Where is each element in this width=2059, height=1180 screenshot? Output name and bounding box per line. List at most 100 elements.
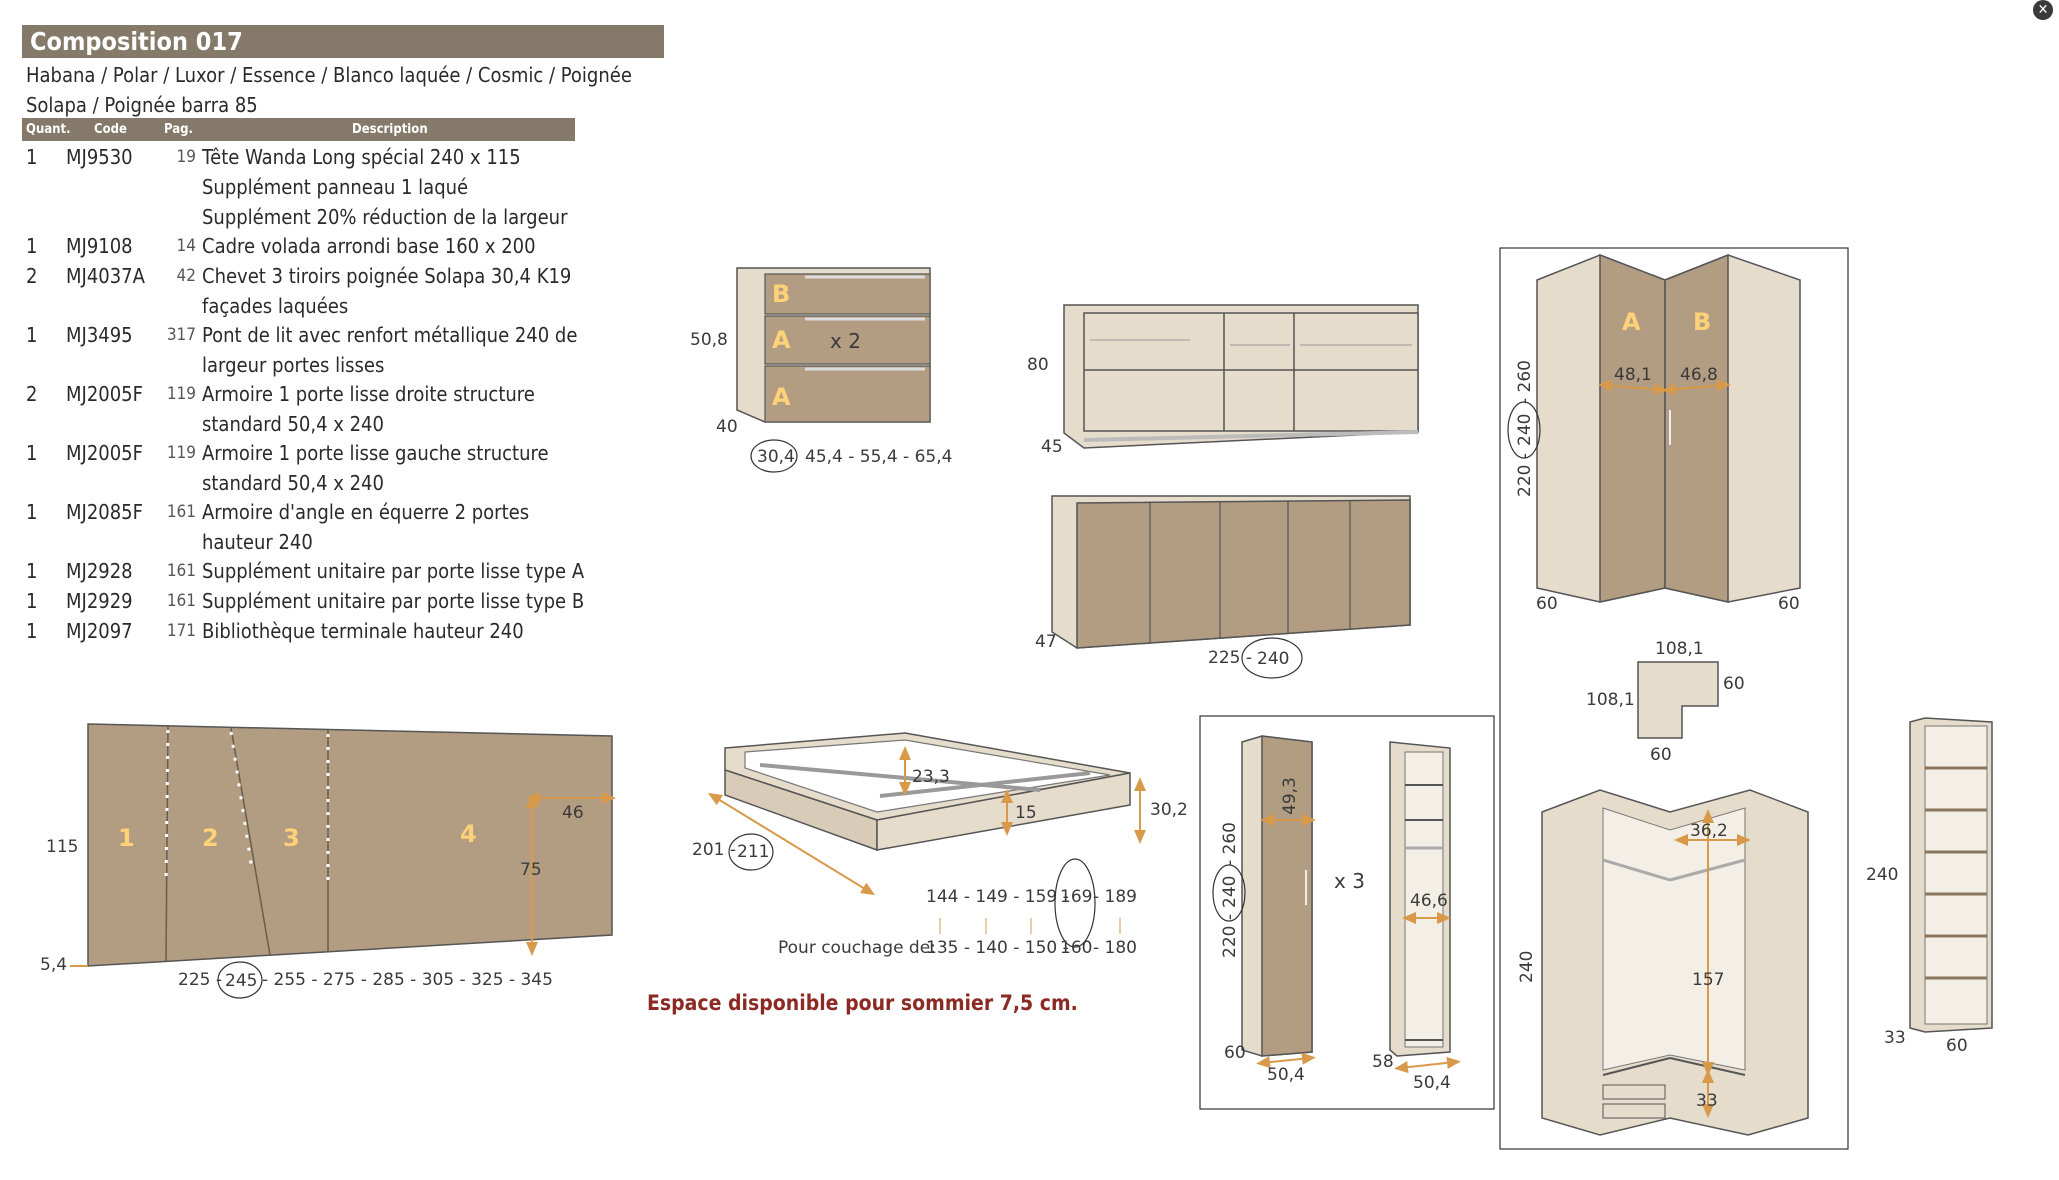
row-page: 317 bbox=[166, 325, 196, 345]
row-code: MJ9530 bbox=[66, 145, 133, 169]
col-page: Pag. bbox=[164, 122, 193, 137]
row-page: 161 bbox=[166, 591, 196, 611]
table-row: 1 MJ3495 317 Pont de lit avec renfort mé… bbox=[22, 320, 582, 379]
selected-size-circle bbox=[1241, 637, 1303, 679]
wardrobe-heights-left: 220 - bbox=[1220, 914, 1240, 958]
nightstand-height: 50,8 bbox=[690, 330, 728, 350]
headboard-widths-left: 225 - bbox=[178, 970, 222, 990]
row-page: 19 bbox=[176, 147, 196, 167]
row-qty: 1 bbox=[26, 619, 38, 643]
wardrobe-inner-depth: 58 bbox=[1372, 1052, 1394, 1072]
row-description: Armoire 1 porte lisse gauche structure s… bbox=[202, 441, 549, 495]
wardrobe-heights-right: - 260 bbox=[1220, 822, 1240, 866]
row-description: Bibliothèque terminale hauteur 240 bbox=[202, 619, 524, 643]
mattress-sizes-left: 135 - 140 - 150 - bbox=[926, 938, 1069, 958]
table-row: 1 MJ9530 19 Tête Wanda Long spécial 240 … bbox=[22, 142, 582, 231]
table-header: Quant. Code Pag. Description bbox=[22, 118, 575, 141]
row-code: MJ2928 bbox=[66, 559, 133, 583]
headboard-panel-label: 2 bbox=[202, 824, 219, 852]
nightstand-depth: 40 bbox=[716, 417, 738, 437]
items-table: 1 MJ9530 19 Tête Wanda Long spécial 240 … bbox=[22, 142, 584, 646]
row-description: Chevet 3 tiroirs poignée Solapa 30,4 K19… bbox=[202, 264, 572, 318]
row-qty: 1 bbox=[26, 559, 38, 583]
wardrobe-multiplier: x 3 bbox=[1334, 869, 1365, 893]
col-qty: Quant. bbox=[26, 122, 71, 137]
corner-wardrobe-drawing: A B 48,1 46,8 220 - 240 - 260 60 60 108,… bbox=[1499, 247, 1849, 1150]
row-page: 161 bbox=[166, 502, 196, 522]
selected-size-circle bbox=[750, 439, 798, 473]
nightstand-widths: 45,4 - 55,4 - 65,4 bbox=[805, 447, 952, 467]
corner-inner-height: 240 bbox=[1517, 951, 1537, 983]
wardrobe-inner-width: 46,6 bbox=[1410, 891, 1448, 911]
row-description: Pont de lit avec renfort métallique 240 … bbox=[202, 323, 578, 377]
corner-door-label: B bbox=[1693, 308, 1711, 336]
row-code: MJ2005F bbox=[66, 382, 143, 406]
corner-door-b-width: 46,8 bbox=[1680, 365, 1718, 385]
row-code: MJ3495 bbox=[66, 323, 133, 347]
corner-depth-left: 60 bbox=[1536, 594, 1558, 614]
headboard-panel-height: 75 bbox=[520, 860, 542, 880]
corner-plan-top: 108,1 bbox=[1655, 639, 1704, 659]
corner-inner-bottom: 33 bbox=[1696, 1091, 1718, 1111]
bridge-depth: 45 bbox=[1041, 437, 1063, 457]
bedframe-widths-right: - 189 bbox=[1093, 887, 1137, 907]
bookcase-drawing: 240 33 60 bbox=[1866, 717, 1993, 1056]
bedframe-depth-left: 201 - bbox=[692, 840, 736, 860]
nightstand-drawing: B A A x 2 50,8 40 30,4 45,4 - 55,4 - 65,… bbox=[690, 267, 952, 473]
bridge-shelf-drawing: 80 45 bbox=[1027, 304, 1419, 457]
row-page: 42 bbox=[176, 266, 196, 286]
row-code: MJ4037A bbox=[66, 264, 145, 288]
headboard-widths-right: - 255 - 275 - 285 - 305 - 325 - 345 bbox=[262, 970, 553, 990]
bookcase-depth: 33 bbox=[1884, 1028, 1906, 1048]
bridge-height: 80 bbox=[1027, 355, 1049, 375]
selected-size-circle bbox=[217, 961, 263, 999]
composition-subtitle: Habana / Polar / Luxor / Essence / Blanc… bbox=[26, 63, 632, 117]
table-row: 1 MJ2928 161 Supplément unitaire par por… bbox=[22, 556, 584, 586]
row-page: 14 bbox=[176, 236, 196, 256]
row-qty: 1 bbox=[26, 234, 38, 258]
wardrobe-door-width: 49,3 bbox=[1280, 777, 1300, 815]
row-description: Cadre volada arrondi base 160 x 200 bbox=[202, 234, 536, 258]
row-page: 119 bbox=[166, 384, 196, 404]
table-row: 1 MJ2005F 119 Armoire 1 porte lisse gauc… bbox=[22, 438, 582, 497]
table-row: 1 MJ9108 14 Cadre volada arrondi base 16… bbox=[22, 231, 582, 261]
bedframe-rail: 15 bbox=[1015, 803, 1037, 823]
corner-plan-bottom: 60 bbox=[1650, 745, 1672, 765]
bridge-doors-depth: 47 bbox=[1035, 632, 1057, 652]
bedframe-width-selected: 169 bbox=[1060, 887, 1092, 907]
row-description: Armoire d'angle en équerre 2 portes haut… bbox=[202, 500, 530, 554]
corner-heights-right: - 260 bbox=[1515, 360, 1535, 404]
corner-plan-left: 108,1 bbox=[1586, 690, 1635, 710]
drawer-label: B bbox=[772, 280, 790, 308]
selected-size-circle bbox=[728, 833, 774, 871]
wardrobe-drawing: 49,3 60 50,4 220 - 240 - 260 x 3 46,6 58… bbox=[1199, 715, 1495, 1110]
row-code: MJ2005F bbox=[66, 441, 143, 465]
mattress-space-note: Espace disponible pour sommier 7,5 cm. bbox=[647, 991, 1078, 1015]
bedframe-depth-selected: 211 bbox=[737, 842, 769, 862]
row-qty: 1 bbox=[26, 589, 38, 613]
corner-height-selected: 240 bbox=[1515, 414, 1535, 446]
col-description: Description bbox=[352, 122, 428, 137]
drawer-label: A bbox=[772, 383, 791, 411]
row-qty: 2 bbox=[26, 264, 38, 288]
row-qty: 1 bbox=[26, 323, 38, 347]
headboard-panel-width: 46 bbox=[562, 803, 584, 823]
bedframe-drawing: 23,3 15 30,2 201 - 211 144 - 149 - 159 -… bbox=[692, 732, 1188, 958]
row-page: 161 bbox=[166, 561, 196, 581]
bookcase-width: 60 bbox=[1946, 1036, 1968, 1056]
bedframe-inner-height: 23,3 bbox=[912, 767, 950, 787]
corner-inner-rail: 157 bbox=[1692, 970, 1724, 990]
nightstand-width-selected: 30,4 bbox=[757, 447, 795, 467]
headboard-panel-label: 1 bbox=[118, 824, 135, 852]
mattress-size-selected: 160 bbox=[1060, 938, 1092, 958]
selected-size-circle bbox=[1054, 858, 1096, 948]
nightstand-multiplier: x 2 bbox=[830, 329, 861, 353]
close-icon[interactable]: ✕ bbox=[2033, 0, 2053, 20]
bridge-width-selected: 240 bbox=[1257, 649, 1289, 669]
mattress-sizes-right: - 180 bbox=[1093, 938, 1137, 958]
table-row: 1 MJ2929 161 Supplément unitaire par por… bbox=[22, 586, 584, 616]
headboard-base: 5,4 bbox=[40, 955, 67, 975]
corner-depth-right: 60 bbox=[1778, 594, 1800, 614]
row-description: Supplément unitaire par porte lisse type… bbox=[202, 559, 585, 583]
row-qty: 2 bbox=[26, 382, 38, 406]
